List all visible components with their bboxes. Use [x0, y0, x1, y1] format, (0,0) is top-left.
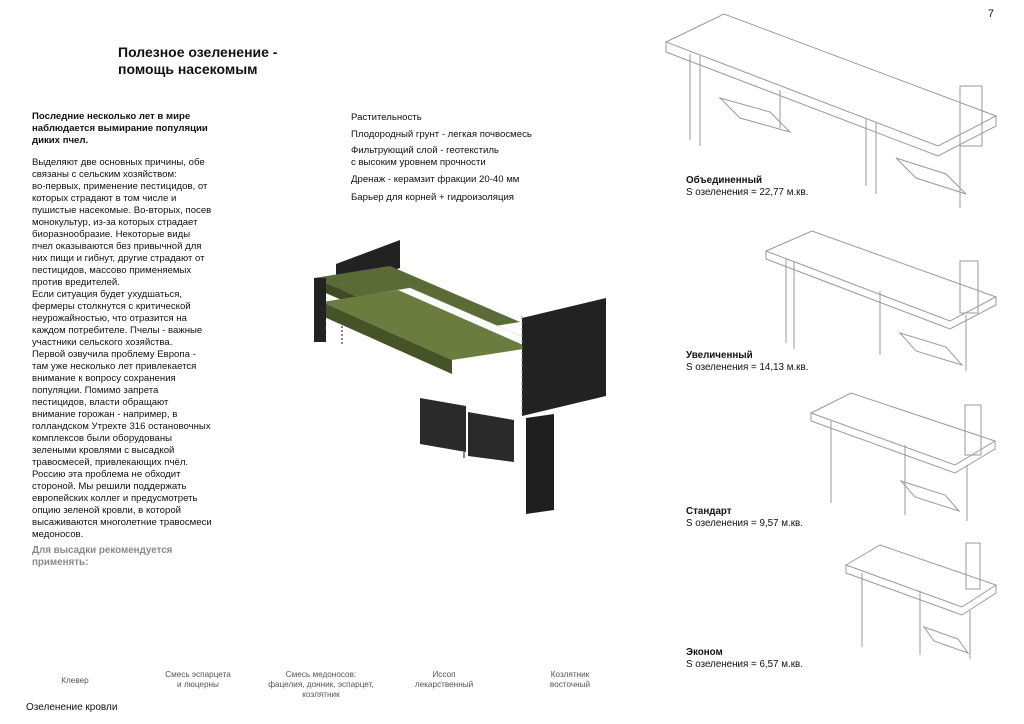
- variant-name: Объединенный: [686, 175, 762, 186]
- layer-label-root-barrier: Барьер для корней + гидроизоляция: [351, 192, 515, 203]
- page-number: 7: [987, 8, 994, 20]
- plant-galega: Козлятник восточный: [549, 670, 591, 689]
- plant-sainfoin-alfalfa: Смесь эспарцета и люцерны: [165, 670, 231, 689]
- variant-area: S озеленения = 22,77 м.кв.: [686, 187, 809, 198]
- lower-panel-left: [420, 398, 466, 452]
- plant-clover: Клевер: [61, 676, 89, 685]
- bus-stop-drawing-enlarged: [764, 230, 998, 371]
- green-layer-lower: [322, 290, 530, 360]
- variant-name: Стандарт: [686, 506, 732, 517]
- bus-stop-drawing-combined: [664, 13, 998, 208]
- variant-area: S озеленения = 14,13 м.кв.: [686, 362, 809, 373]
- green-layer-lower-edge: [322, 302, 452, 374]
- variant-economy: Эконом S озеленения = 6,57 м.кв.: [686, 647, 803, 671]
- layer-label-vegetation: Растительность: [351, 112, 422, 123]
- exploded-roof-diagram: [314, 240, 606, 514]
- bus-stop-drawing-economy: [844, 542, 998, 659]
- variant-standard: Стандарт S озеленения = 9,57 м.кв.: [686, 506, 803, 530]
- recommend-heading: Для высадки рекомендуется применять:: [32, 545, 173, 568]
- bus-stop-drawing-standard: [809, 392, 997, 521]
- intro-body-paragraph: Выделяют две основных причины, обе связа…: [32, 157, 212, 540]
- lower-post: [526, 414, 554, 514]
- left-frame: [314, 278, 326, 342]
- layer-label-soil: Плодородный грунт - легкая почвосмесь: [351, 129, 532, 140]
- variant-name: Увеличенный: [686, 350, 753, 361]
- intro-lead-paragraph: Последние несколько лет в мире наблюдает…: [32, 111, 208, 146]
- plant-honey-mix: Смесь медоносов: фацелия, донник, эспарц…: [268, 670, 374, 699]
- variant-area: S озеленения = 6,57 м.кв.: [686, 659, 803, 670]
- variant-combined: Объединенный S озеленения = 22,77 м.кв.: [686, 175, 808, 199]
- layer-label-drainage: Дренаж - керамзит фракции 20-40 мм: [351, 174, 520, 185]
- variant-area: S озеленения = 9,57 м.кв.: [686, 518, 803, 529]
- lower-panel-middle: [468, 412, 514, 462]
- page-title: Полезное озеленение - помощь насекомым: [118, 44, 278, 77]
- footer-caption: Озеленение кровли: [26, 702, 118, 713]
- layer-label-filter: Фильтрующий слой - геотекстиль с высоким…: [351, 145, 499, 168]
- drain-grill: [325, 319, 333, 337]
- plant-hyssop: Иссоп лекарственный: [414, 670, 474, 689]
- right-panel: [522, 298, 606, 416]
- variant-enlarged: Увеличенный S озеленения = 14,13 м.кв.: [686, 350, 808, 374]
- variant-name: Эконом: [686, 647, 723, 658]
